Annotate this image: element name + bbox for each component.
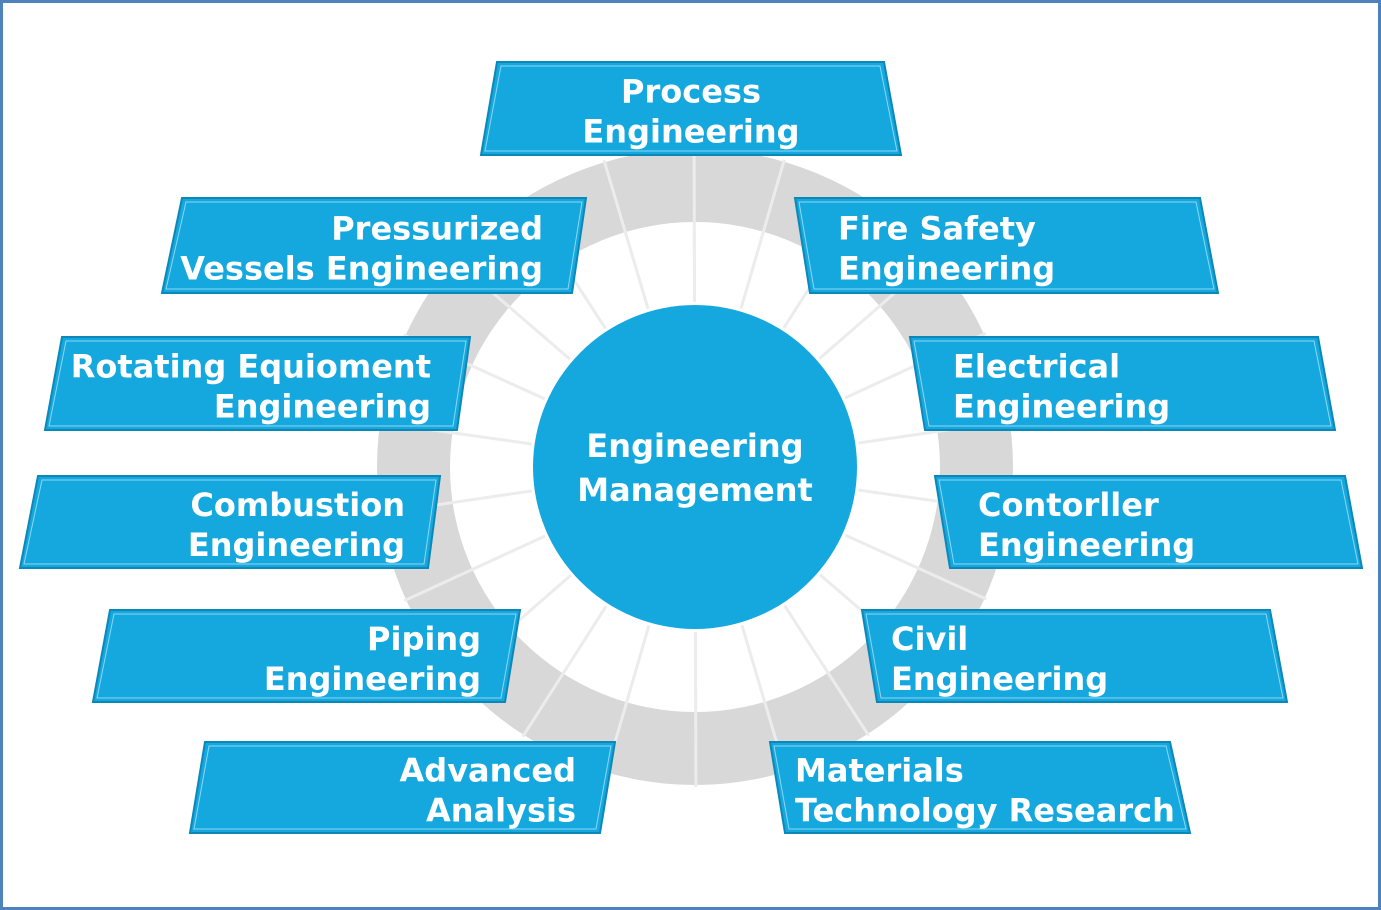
ring-spoke — [739, 159, 786, 309]
box-label-line: Combustion — [190, 486, 405, 524]
box-inner-line — [193, 745, 612, 830]
box-shape — [860, 609, 1289, 703]
box-shape — [160, 197, 588, 294]
box-label-line: Rotating Equioment — [71, 348, 431, 386]
box-label-line: Fire Safety — [838, 210, 1036, 248]
box-label-line: Engineering — [838, 250, 1055, 288]
box-inner-line — [484, 65, 898, 152]
box-inner-line — [48, 340, 467, 427]
box-label-line: Engineering — [264, 660, 481, 698]
box-label-line: Advanced — [400, 752, 576, 790]
box-shape — [479, 61, 903, 156]
box-shape — [91, 609, 522, 703]
box-label-line: Civil — [891, 620, 968, 658]
box-inner-line — [773, 745, 1187, 830]
box-label-line: Engineering — [891, 660, 1108, 698]
box-inner-line — [165, 201, 583, 290]
ring-spoke — [844, 533, 988, 601]
center-circle — [533, 305, 857, 629]
ring-spoke — [602, 159, 650, 310]
box-shape — [188, 741, 617, 834]
center-label-line: Engineering — [586, 427, 803, 465]
box-inner-line — [798, 201, 1215, 290]
box-label-line: Engineering — [978, 526, 1195, 564]
box-label-line: Pressurized — [331, 210, 543, 248]
ring-spoke — [521, 605, 608, 738]
box-label-line: Technology Research — [795, 792, 1175, 830]
box-label-line: Engineering — [188, 526, 405, 564]
box-shape — [933, 475, 1364, 569]
box-shape — [43, 336, 472, 431]
box-inner-line — [23, 479, 437, 565]
box-shape — [908, 336, 1337, 431]
box-shape — [18, 475, 442, 569]
box-label-line: Engineering — [214, 388, 431, 426]
box-inner-line — [865, 613, 1284, 699]
box-inner-line — [938, 479, 1359, 565]
center-label-line: Management — [577, 471, 813, 509]
box-label-line: Engineering — [582, 113, 799, 151]
box-label-line: Analysis — [426, 792, 576, 830]
box-label-line: Vessels Engineering — [180, 250, 543, 288]
box-shape — [768, 741, 1192, 834]
box-label-line: Engineering — [953, 388, 1170, 426]
box-shape — [793, 197, 1220, 294]
box-label-line: Contorller — [978, 486, 1159, 524]
box-label-line: Process — [621, 73, 761, 111]
box-label-line: Piping — [367, 620, 481, 658]
ring-spoke — [403, 534, 546, 603]
box-label-line: Electrical — [953, 348, 1120, 386]
box-inner-line — [913, 340, 1332, 427]
ring-spoke — [783, 604, 871, 737]
box-inner-line — [96, 613, 517, 699]
box-label-line: Materials — [795, 752, 964, 790]
